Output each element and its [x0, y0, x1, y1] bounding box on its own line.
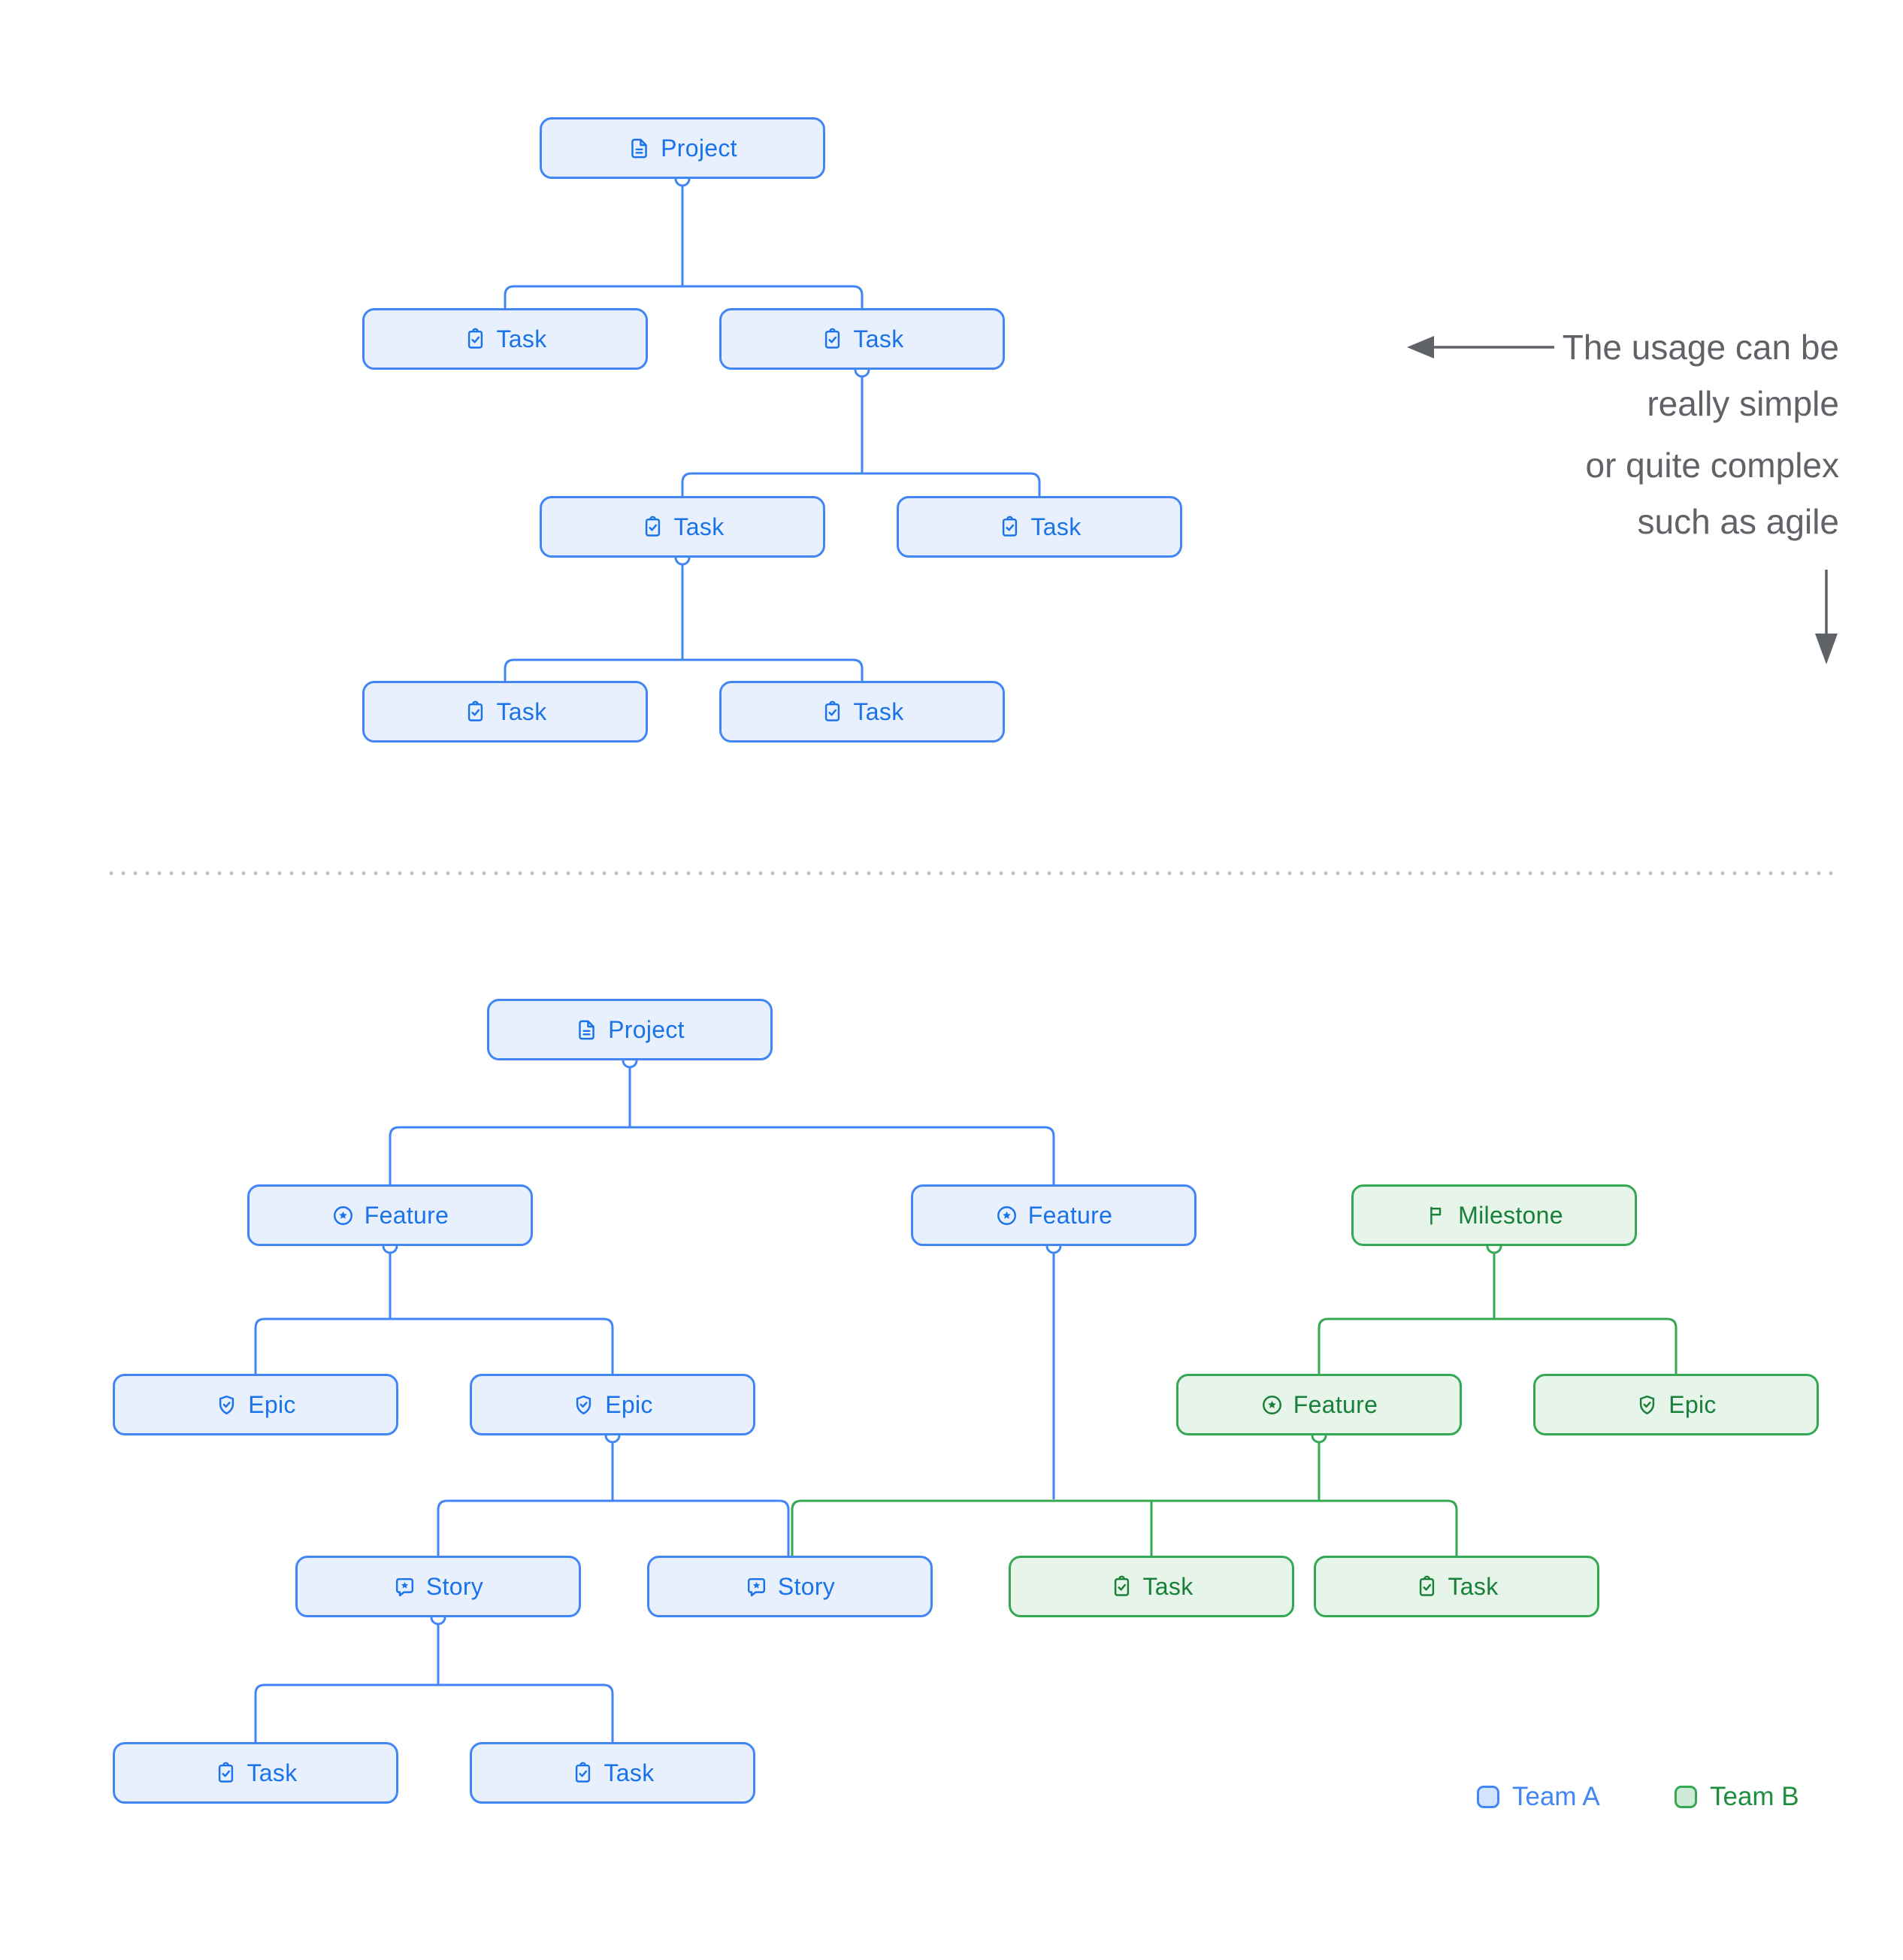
feature-star-icon	[995, 1204, 1018, 1227]
feature-star-icon	[1260, 1393, 1284, 1417]
story-bubble-icon	[393, 1575, 416, 1599]
node-feature: Feature	[1176, 1374, 1462, 1435]
node-label: Story	[425, 1572, 484, 1600]
node-label: Project	[661, 134, 737, 162]
node-task: Task	[1009, 1556, 1294, 1617]
bottom-tree-connectors	[254, 1052, 1678, 1742]
node-label: Task	[1448, 1572, 1499, 1600]
node-label: Story	[777, 1572, 836, 1600]
milestone-flag-icon	[1425, 1204, 1448, 1227]
task-check-icon	[998, 516, 1021, 539]
node-label: Epic	[1669, 1390, 1717, 1418]
node-story: Story	[647, 1556, 933, 1617]
node-task: Task	[113, 1742, 398, 1804]
node-project-top: Project	[540, 117, 825, 179]
team-a-label: Team A	[1512, 1782, 1600, 1811]
task-check-icon	[464, 700, 487, 724]
node-label: Task	[853, 325, 904, 352]
node-label: Task	[853, 697, 904, 725]
node-label: Task	[673, 513, 725, 540]
task-check-icon	[214, 1762, 237, 1785]
node-feature: Feature	[911, 1184, 1197, 1246]
annotation-line: or quite complex	[1585, 446, 1840, 485]
node-label: Task	[1142, 1572, 1194, 1600]
team-b-label: Team B	[1710, 1782, 1799, 1811]
node-label: Project	[608, 1015, 685, 1043]
task-check-icon	[821, 700, 844, 724]
task-check-icon	[1110, 1575, 1133, 1599]
task-check-icon	[1415, 1575, 1439, 1599]
node-task: Task	[362, 681, 648, 743]
task-check-icon	[821, 328, 844, 351]
epic-shield-icon	[215, 1393, 238, 1417]
node-label: Epic	[605, 1390, 653, 1418]
team-a-swatch	[1477, 1786, 1499, 1808]
node-label: Task	[604, 1759, 655, 1786]
node-task: Task	[1314, 1556, 1599, 1617]
node-label: Milestone	[1458, 1201, 1563, 1229]
node-task: Task	[470, 1742, 755, 1804]
legend-team-b: Team B	[1675, 1782, 1799, 1812]
node-label: Feature	[1293, 1390, 1378, 1418]
node-label: Task	[496, 697, 547, 725]
task-check-icon	[641, 516, 664, 539]
left-arrow-icon	[1407, 336, 1554, 358]
node-label: Task	[247, 1759, 298, 1786]
node-label: Feature	[1027, 1201, 1113, 1229]
epic-shield-icon	[572, 1393, 595, 1417]
node-task: Task	[719, 681, 1005, 743]
story-bubble-icon	[745, 1575, 768, 1599]
node-label: Task	[496, 325, 547, 352]
feature-star-icon	[331, 1204, 355, 1227]
task-check-icon	[464, 328, 487, 351]
annotation-complex: or quite complex such as agile	[1586, 437, 1840, 550]
node-task: Task	[540, 496, 825, 558]
node-label: Task	[1030, 513, 1082, 540]
task-check-icon	[571, 1762, 594, 1785]
top-tree-connectors	[504, 171, 1041, 681]
legend-team-a: Team A	[1477, 1782, 1600, 1812]
node-label: Epic	[248, 1390, 296, 1418]
down-arrow-icon	[1815, 570, 1838, 664]
team-b-swatch	[1675, 1786, 1697, 1808]
node-feature: Feature	[247, 1184, 533, 1246]
node-epic: Epic	[470, 1374, 755, 1435]
node-project-bottom: Project	[487, 999, 773, 1060]
node-task: Task	[362, 308, 648, 370]
node-task: Task	[719, 308, 1005, 370]
node-epic: Epic	[1533, 1374, 1819, 1435]
annotation-simple: The usage can be really simple	[1563, 319, 1839, 432]
annotation-line: The usage can be	[1562, 328, 1839, 367]
annotation-line: really simple	[1647, 384, 1839, 423]
epic-shield-icon	[1635, 1393, 1659, 1417]
node-story: Story	[295, 1556, 581, 1617]
node-milestone: Milestone	[1351, 1184, 1637, 1246]
document-icon	[628, 137, 651, 160]
node-label: Feature	[364, 1201, 449, 1229]
document-icon	[575, 1018, 598, 1042]
node-task: Task	[897, 496, 1182, 558]
node-epic: Epic	[113, 1374, 398, 1435]
annotation-line: such as agile	[1637, 502, 1840, 541]
